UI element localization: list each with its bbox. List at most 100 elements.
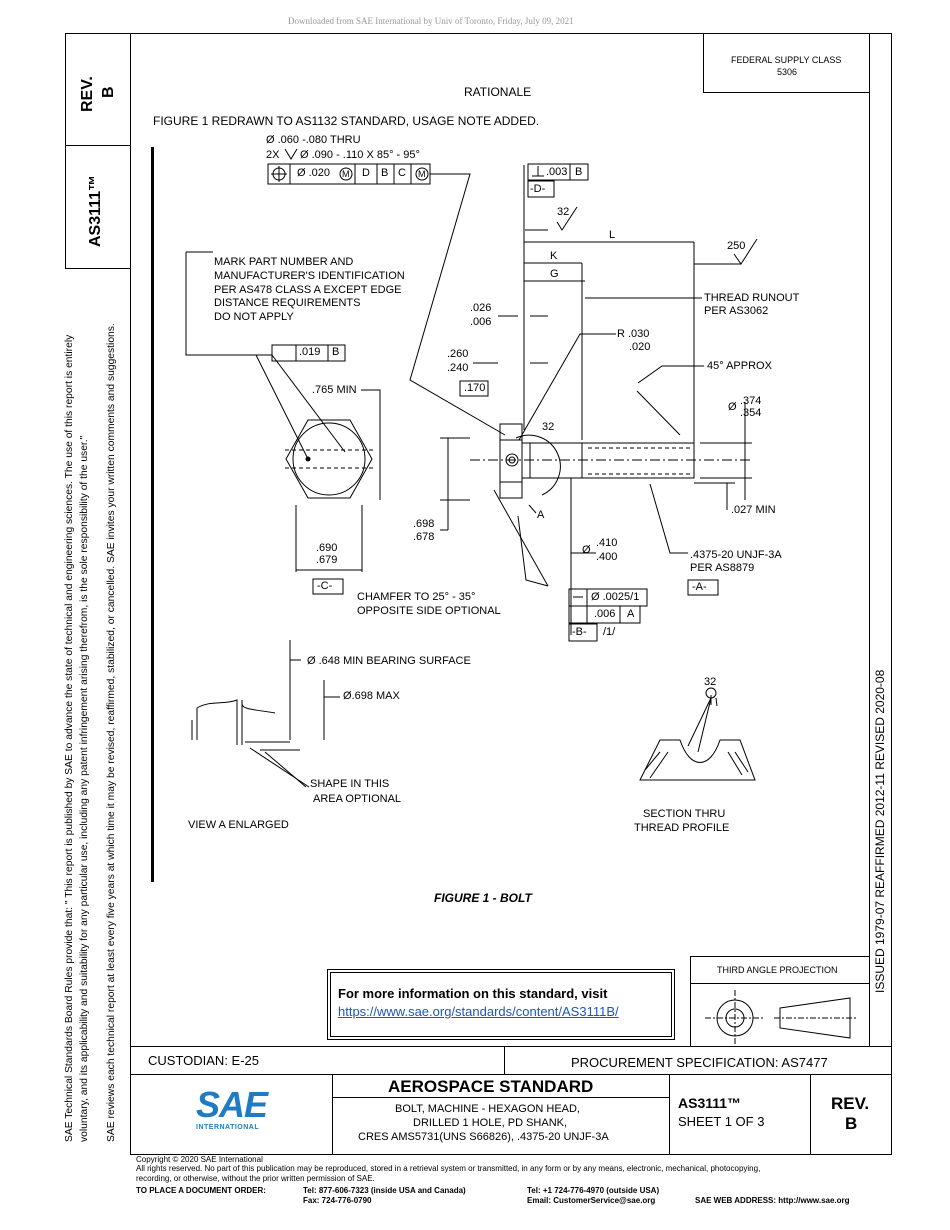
thread-spec-1: .4375-20 UNJF-3A [690,549,782,561]
dim-170: .170 [464,382,486,394]
drawing-sheet [130,33,870,1047]
chamfer-note-2: OPPOSITE SIDE OPTIONAL [357,605,501,617]
view-enlarged-label: VIEW A ENLARGED [188,819,289,831]
shape-note-1: SHAPE IN THIS [310,778,390,790]
dim-240: .240 [447,362,469,374]
fcf-m2: M [418,169,426,179]
perp-tol: .003 [546,166,568,178]
max-698: Ø.698 MAX [343,690,400,702]
per-inch: /1/ [603,626,616,638]
hole-note-2: 2X [266,149,280,161]
dia-400: .400 [596,551,618,563]
info-box [327,969,675,1040]
title-line-3: CRES AMS5731(UNS S66826), .4375-20 UNJF-… [358,1131,609,1143]
dia-410: .410 [596,537,618,549]
supply-class-value: 5306 [777,67,798,77]
surface-32-mid: 32 [542,421,555,433]
info-link[interactable]: https://www.sae.org/standards/content/AS… [338,1004,619,1019]
info-box-inner [330,972,672,1037]
fcf-c: C [398,167,406,179]
rev-divider [810,1074,811,1155]
doc-divider [669,1074,670,1155]
view-a-label: A [537,509,545,521]
radius-2: .020 [629,341,651,353]
web-address[interactable]: SAE WEB ADDRESS: http://www.sae.org [695,1196,850,1205]
tel-us: Tel: 877-606-7323 (inside USA and Canada… [303,1186,466,1195]
thread-runout-1: THREAD RUNOUT [704,292,800,304]
straightness-tol: Ø .0025/1 [591,591,640,603]
min-765: .765 MIN [312,384,357,396]
dim-260: .260 [447,348,469,360]
supply-class-box [703,33,870,93]
title-line-2: DRILLED 1 HOLE, PD SHANK, [413,1117,568,1129]
dim-690: .690 [316,542,338,554]
fcf-m1: M [342,169,350,179]
revision-bar [151,147,154,882]
hole-note-3: Ø .090 - .110 X 85° - 95° [300,149,420,161]
projection-label: THIRD ANGLE PROJECTION [717,965,838,975]
dia-374-prefix: Ø [728,401,737,413]
email[interactable]: Email: CustomerService@sae.org [527,1196,656,1205]
projection-box [690,956,870,1047]
order-label: TO PLACE A DOCUMENT ORDER: [136,1186,266,1195]
hole-note-1: Ø .060 -.080 THRU [266,134,361,146]
title-block [130,1046,892,1155]
custodian-divider [504,1046,505,1074]
section-note-2: THREAD PROFILE [634,822,730,834]
bearing-surface: Ø .648 MIN BEARING SURFACE [307,655,471,667]
fcf-b: B [381,167,389,179]
rights-line-1: All rights reserved. No part of this pub… [136,1164,761,1173]
sheet-number: SHEET 1 OF 3 [678,1114,765,1129]
shank-runout-datum: A [627,608,635,620]
mark-note-1: MARK PART NUMBER AND [214,256,354,268]
dim-g: G [550,268,559,280]
fax: Fax: 724-776-0790 [303,1196,372,1205]
fcf-position-tol: Ø .020 [297,167,331,179]
datum-c: -C- [317,580,333,592]
datum-a: -A- [692,581,707,593]
shape-note-2: AREA OPTIONAL [313,793,402,805]
dia-410-prefix: Ø [582,544,591,556]
dim-k: K [550,250,558,262]
surface-32-section: 32 [704,676,717,688]
chamfer-note-1: CHAMFER TO 25° - 35° [357,591,476,603]
rationale-text: FIGURE 1 REDRAWN TO AS1132 STANDARD, USA… [153,114,540,128]
standard-type: AEROSPACE STANDARD [388,1077,594,1096]
fcf-d: D [362,167,370,179]
dim-006: .006 [470,316,492,328]
rationale-title: RATIONALE [464,85,532,99]
supply-class-label: FEDERAL SUPPLY CLASS [731,55,842,65]
surface-250: 250 [727,240,746,252]
dim-026: .026 [470,302,492,314]
sae-logo: SAE INTERNATIONAL [196,1086,268,1134]
rev-label: REV. [831,1094,870,1113]
rights-line-2: recording, or otherwise, without the pri… [136,1174,375,1183]
doc-number: AS3111™ [678,1095,742,1111]
sae-logo-text: SAE [196,1084,268,1125]
datum-d: -D- [530,183,546,195]
projection-divider [690,983,870,984]
dim-678: .678 [413,531,435,543]
right-history-strip [869,33,892,1047]
procurement-spec: PROCUREMENT SPECIFICATION: AS7477 [571,1055,828,1070]
copyright: Copyright © 2020 SAE International [136,1155,263,1164]
mark-note-5: DO NOT APPLY [214,311,294,323]
custodian: CUSTODIAN: E-25 [148,1053,260,1068]
radius-1: R .030 [617,328,650,340]
shank-runout-tol: .006 [594,608,616,620]
standard-type-divider [332,1097,669,1098]
title-line-1: BOLT, MACHINE - HEXAGON HEAD, [395,1103,580,1115]
figure-caption: FIGURE 1 - BOLT [434,891,532,905]
mark-note-4: DISTANCE REQUIREMENTS [214,297,361,309]
dim-679: .679 [316,554,338,566]
approx-45: 45° APPROX [707,360,772,372]
tel-intl: Tel: +1 724-776-4970 (outside USA) [527,1186,660,1195]
dia-374: .374 [740,395,762,407]
min-027: .027 MIN [731,504,776,516]
mark-note-2: MANUFACTURER'S IDENTIFICATION [214,270,405,282]
hex-runout-datum: B [332,346,340,358]
download-note: Downloaded from SAE International by Uni… [288,16,574,26]
perp-datum: B [575,166,583,178]
sae-logo-subtext: INTERNATIONAL [196,1124,260,1131]
